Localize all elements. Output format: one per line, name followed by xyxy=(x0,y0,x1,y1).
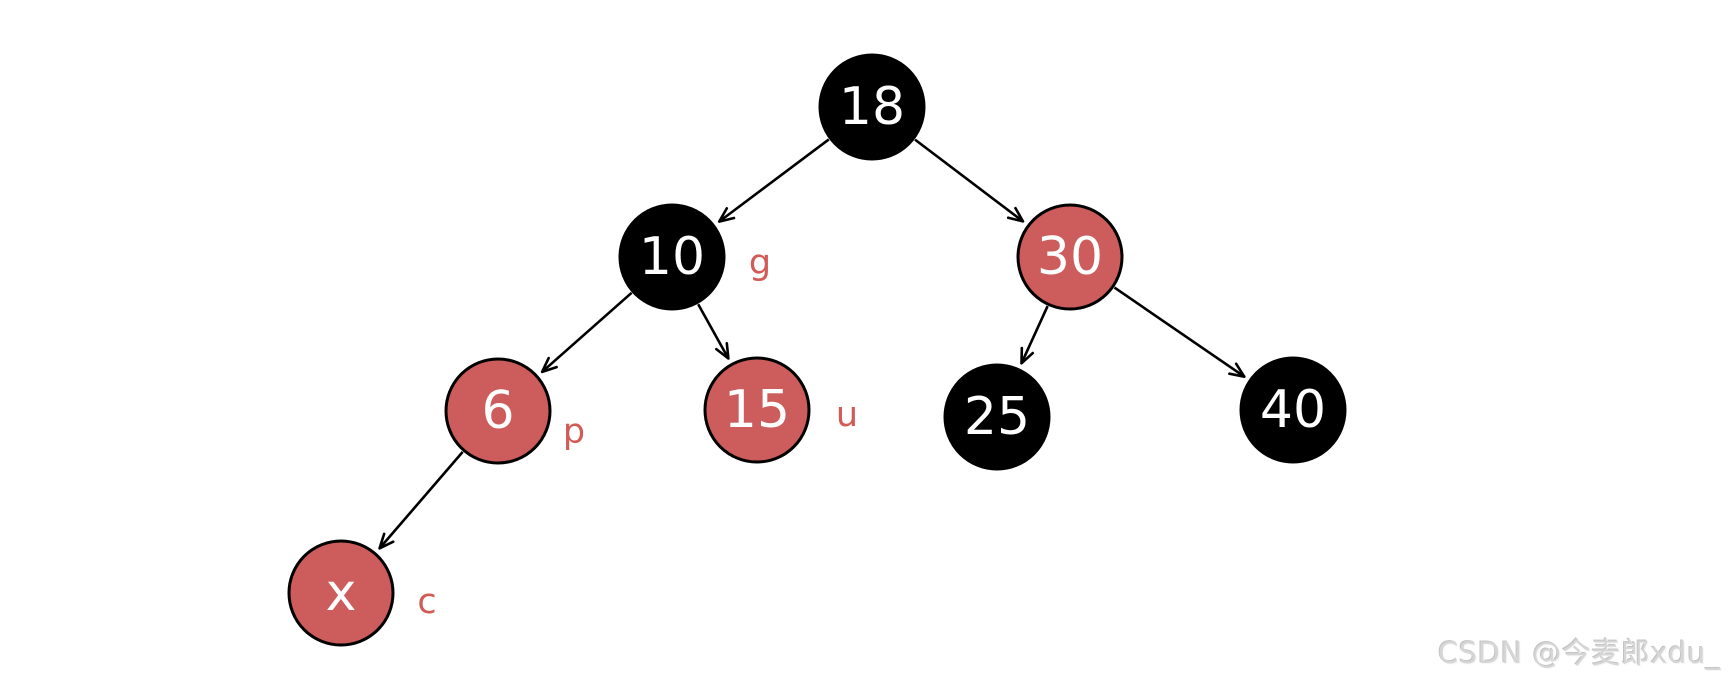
node-value-40: 40 xyxy=(1260,380,1326,440)
tree-node-40: 40 xyxy=(1239,356,1347,464)
tree-node-30: 30 xyxy=(1016,203,1124,311)
edge-6-x xyxy=(378,451,464,550)
edge-18-10 xyxy=(717,138,830,223)
node-annotation-c: c xyxy=(417,582,436,622)
node-circle-6 xyxy=(444,357,552,465)
node-circle-40 xyxy=(1239,356,1347,464)
node-circle-30 xyxy=(1016,203,1124,311)
node-annotation-g: g xyxy=(749,243,771,283)
node-value-25: 25 xyxy=(964,387,1030,447)
node-value-30: 30 xyxy=(1037,227,1103,287)
node-value-18: 18 xyxy=(839,77,905,137)
node-annotation-p: p xyxy=(563,412,585,452)
node-value-10: 10 xyxy=(639,227,705,287)
tree-node-25: 25 xyxy=(943,363,1051,471)
edge-18-30 xyxy=(914,138,1025,223)
edge-30-40 xyxy=(1113,286,1246,378)
node-circle-25 xyxy=(943,363,1051,471)
tree-node-10: 10 g xyxy=(618,203,771,311)
tree-node-18: 18 xyxy=(818,53,926,161)
node-circle-10 xyxy=(618,203,726,311)
node-circle-15 xyxy=(703,356,811,464)
node-circle-18 xyxy=(818,53,926,161)
edge-10-6 xyxy=(540,291,633,374)
tree-node-15: 15 u xyxy=(703,356,858,464)
node-annotation-u: u xyxy=(836,395,858,435)
node-value-15: 15 xyxy=(724,380,790,440)
edge-10-15 xyxy=(697,303,730,360)
edges-layer xyxy=(378,138,1246,550)
node-value-x: x xyxy=(326,563,357,623)
node-value-6: 6 xyxy=(481,381,514,441)
node-circle-x xyxy=(287,539,395,647)
edge-30-25 xyxy=(1020,305,1049,365)
watermark: CSDN @今麦郎xdu_ xyxy=(1438,636,1721,670)
